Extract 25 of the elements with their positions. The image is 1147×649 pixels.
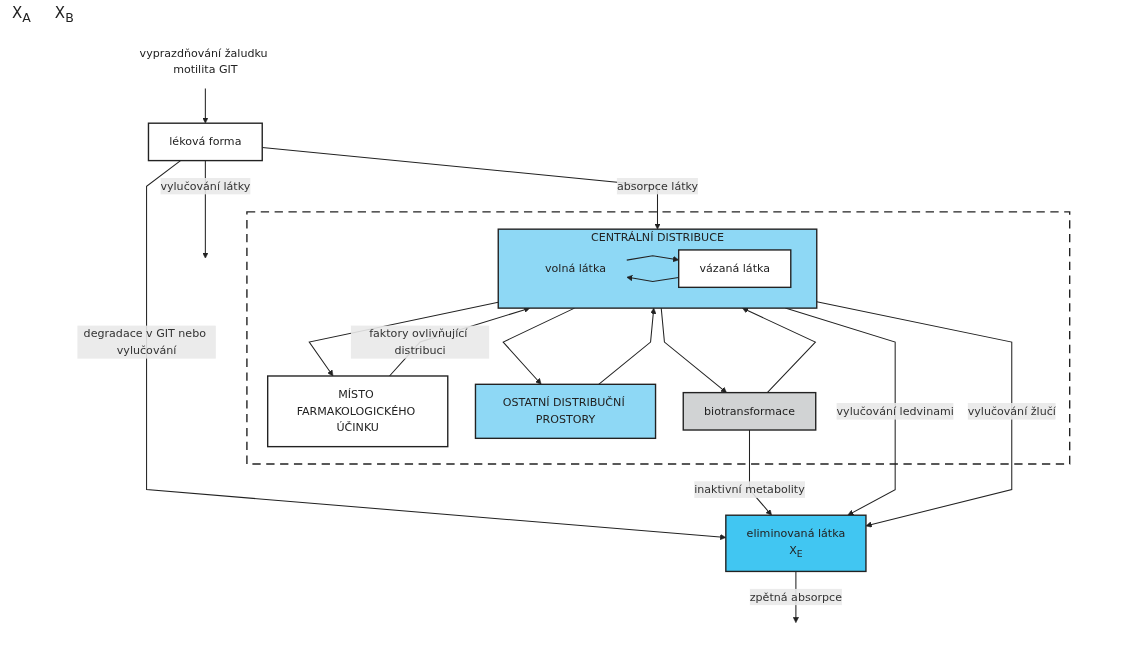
arrow <box>626 255 679 263</box>
node-box: léková forma <box>147 122 263 162</box>
arrow <box>202 88 209 124</box>
edge-label: vylučování ledvinami <box>836 404 954 418</box>
edge-label: vylučování látky <box>160 179 251 193</box>
node-box: OSTATNÍ DISTRIBUČNÍ PROSTORY <box>474 383 657 440</box>
edge-label: faktory ovlivňující distribuci <box>369 326 468 357</box>
arrow <box>816 301 1013 528</box>
node-box: biotransformace <box>682 391 817 431</box>
node-box: eliminovaná látka X$_{E}$ <box>725 514 867 573</box>
edge-label: degradace v GIT nebo vylučování <box>83 326 206 357</box>
node-text: volná látka <box>544 261 606 275</box>
edge-label: inaktivní metabolity <box>694 482 805 496</box>
edge-label: zpětná absorpce <box>749 590 843 604</box>
variable-label: X$_{A}$ <box>12 4 31 25</box>
edge-label: vylučování žlučí <box>967 404 1056 418</box>
variable-label: X$_{B}$ <box>54 4 74 25</box>
node-text: vyprazdňování žaludku motilita GIT <box>139 46 268 77</box>
node-box: vázaná látka <box>678 249 792 289</box>
arrow <box>660 307 727 393</box>
arrow <box>598 307 657 385</box>
edge-label: absorpce látky <box>616 179 699 193</box>
node-box: MÍSTO FARMAKOLOGICKÉHO ÚČINKU <box>267 375 449 448</box>
arrow <box>742 307 817 394</box>
cluster <box>246 211 1071 465</box>
